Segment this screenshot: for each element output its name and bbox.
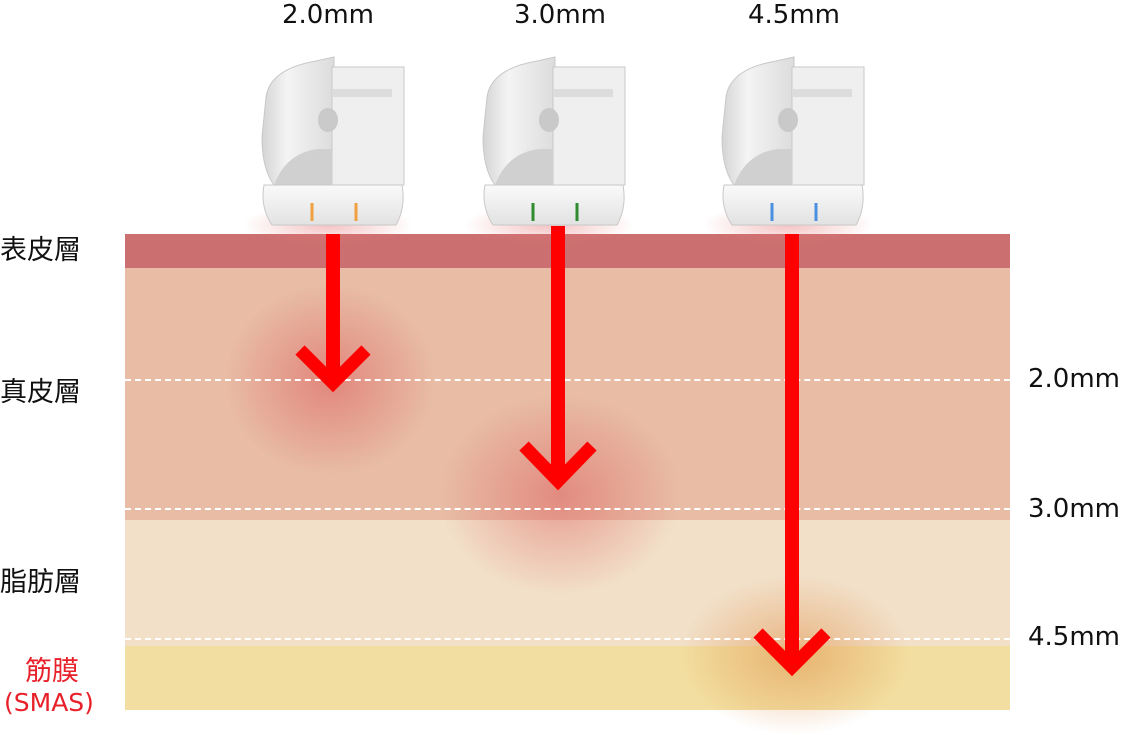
probe-label-2mm: 2.0mm bbox=[281, 0, 374, 30]
depth-label-2mm: 2.0mm bbox=[1028, 364, 1121, 394]
depth-line-3mm bbox=[125, 508, 1010, 510]
probe-label-3mm: 3.0mm bbox=[513, 0, 606, 30]
depth-label-4.5mm: 4.5mm bbox=[1028, 622, 1121, 652]
probe-3mm bbox=[464, 56, 634, 247]
layer-label-smas-sub: (SMAS) bbox=[4, 688, 94, 717]
layer-label-fat: 脂肪層 bbox=[0, 567, 81, 598]
depth-line-2mm bbox=[125, 379, 1010, 381]
probe-label-4.5mm: 4.5mm bbox=[747, 0, 840, 30]
arrow-2mm bbox=[295, 234, 371, 393]
probe-2mm bbox=[243, 56, 413, 247]
layer-label-epidermis: 表皮層 bbox=[0, 235, 81, 266]
depth-label-3mm: 3.0mm bbox=[1028, 494, 1121, 524]
layer-label-dermis: 真皮層 bbox=[0, 377, 81, 408]
probe-4.5mm bbox=[703, 56, 873, 247]
arrow-4.5mm bbox=[753, 234, 831, 677]
depth-line-4.5mm bbox=[125, 638, 1010, 640]
layer-label-smas: 筋膜 bbox=[25, 656, 79, 687]
arrow-3mm bbox=[519, 226, 597, 491]
